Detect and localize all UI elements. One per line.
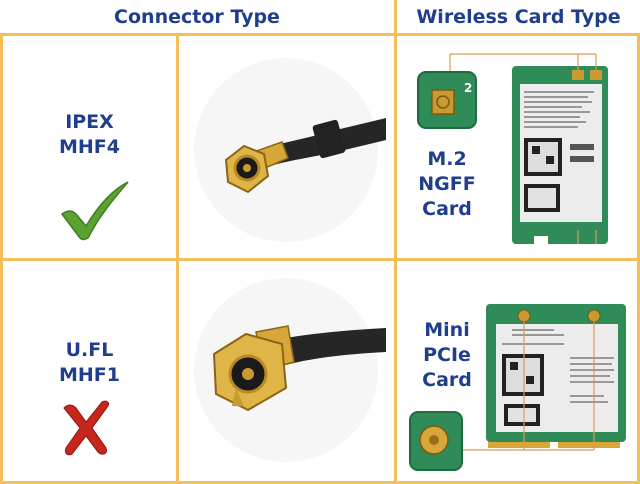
mini-pcie-card-photo (404, 300, 634, 478)
card-label-m2-ngff: M.2 NGFF Card (418, 148, 476, 220)
cross-mark-icon (60, 398, 112, 456)
connector-type-header: Connector Type (0, 0, 394, 36)
ipex-mhf4-connector-photo (186, 50, 386, 250)
table-bottom-border (0, 481, 640, 484)
column-divider (394, 0, 397, 484)
check-mark-icon (58, 180, 132, 242)
ufl-mhf1-connector-photo (186, 270, 386, 470)
connector-label-ufl-mhf1: U.FL MHF1 (58, 339, 120, 386)
card-label-mini-pcie: Mini PCIe Card (422, 319, 472, 391)
svg-text:2: 2 (464, 81, 472, 95)
row-divider (0, 258, 640, 261)
wireless-card-type-header: Wireless Card Type (397, 0, 640, 36)
connector-label-ipex-mhf4: IPEX MHF4 (58, 111, 120, 158)
m2-card-photo: 2 (410, 44, 630, 250)
